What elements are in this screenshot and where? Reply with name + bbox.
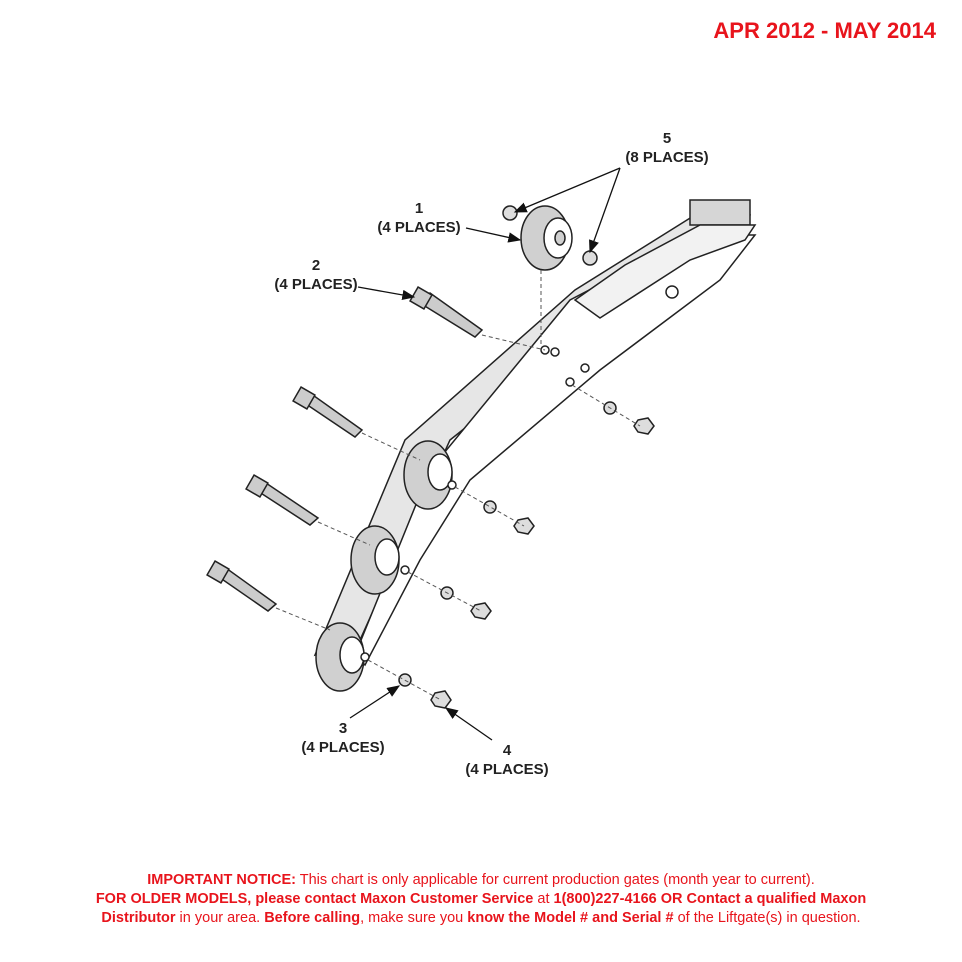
notice-segment: know the Model # and Serial # xyxy=(467,910,674,926)
callout-1-qty: (4 PLACES) xyxy=(377,219,460,236)
callout-4-number: 4 xyxy=(503,742,512,759)
notice-line-2: FOR OLDER MODELS, please contact Maxon C… xyxy=(0,890,962,909)
notice-segment: Distributor xyxy=(101,910,176,926)
callout-4-qty: (4 PLACES) xyxy=(465,761,548,778)
notice-segment: FOR OLDER MODELS, please contact Maxon C… xyxy=(95,891,534,907)
important-notice: IMPORTANT NOTICE: This chart is only app… xyxy=(0,871,962,928)
callout-1-number: 1 xyxy=(415,200,423,217)
callout-5-qty: (8 PLACES) xyxy=(625,149,708,166)
washers-and-nuts xyxy=(398,205,655,709)
notice-segment: This chart is only applicable for curren… xyxy=(295,872,815,888)
bolts xyxy=(206,286,484,612)
callout-3-number: 3 xyxy=(339,720,347,737)
notice-line-3: Distributor in your area. Before calling… xyxy=(0,909,962,928)
arm-front-plate xyxy=(354,234,757,667)
notice-segment: of the Liftgate(s) in question. xyxy=(673,910,861,926)
notice-segment: , make sure you xyxy=(360,910,468,926)
arm-pad xyxy=(689,199,751,226)
notice-segment: at xyxy=(533,891,554,907)
notice-line-1: IMPORTANT NOTICE: This chart is only app… xyxy=(0,871,962,890)
notice-segment: 1(800)227-4166 OR Contact a qualified Ma… xyxy=(553,891,867,907)
date-range-label: APR 2012 - MAY 2014 xyxy=(713,18,936,43)
callout-5-number: 5 xyxy=(663,130,671,147)
callout-3-qty: (4 PLACES) xyxy=(301,739,384,756)
notice-segment: Before calling xyxy=(264,910,361,926)
callout-2-number: 2 xyxy=(312,257,320,274)
notice-segment: in your area. xyxy=(175,910,265,926)
arm-wear-strip xyxy=(573,224,757,319)
callout-2-qty: (4 PLACES) xyxy=(274,276,357,293)
notice-segment: IMPORTANT NOTICE: xyxy=(147,872,296,888)
roller-assembly xyxy=(315,205,573,692)
